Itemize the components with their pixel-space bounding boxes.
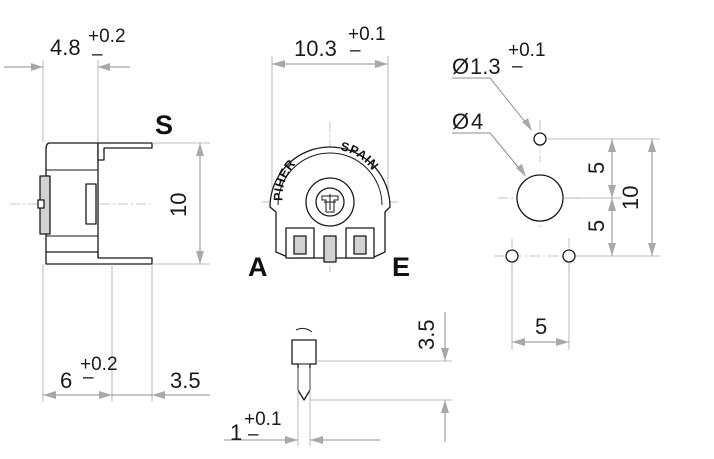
front-view-labels: 10.3 +0.1 – A E — [248, 24, 410, 282]
dim-hole-small-tol-minus: – — [512, 56, 523, 77]
dim-pad-total: 10 — [618, 186, 643, 210]
dim-hole-small-diameter-symbol: Ø — [452, 54, 469, 79]
pin-detail-labels: 3.5 1 +0.1 – — [230, 319, 439, 445]
dim-width-front: 10.3 — [294, 36, 337, 61]
dim-pitch-bottom: 6 — [60, 368, 72, 393]
dim-width-side: 4.8 — [50, 35, 81, 60]
side-slot — [85, 183, 97, 225]
side-view-labels: 4.8 +0.2 – S 10 6 +0.2 – 3.5 — [50, 26, 201, 393]
dim-pitch-bottom-tol-minus: – — [83, 367, 94, 388]
dim-pad-lower: 5 — [584, 220, 609, 232]
front-pad-e-slot — [353, 235, 367, 255]
pcb-layout-labels: Ø 1.3 +0.1 – Ø 4 5 5 10 5 — [452, 40, 643, 339]
front-pad-a-slot — [293, 235, 307, 255]
front-rotor-cross — [321, 195, 339, 213]
dim-pin-length: 3.5 — [414, 319, 439, 350]
dim-pitch-bottom-tol: +0.2 — [80, 354, 118, 375]
dim-width-side-tol: +0.2 — [88, 26, 126, 47]
dim-width-front-tol-minus: – — [350, 40, 361, 61]
pcb-hole-left — [505, 249, 519, 263]
dim-hole-small: 1.3 — [470, 54, 501, 79]
terminal-e-label: E — [392, 252, 410, 282]
terminal-s-lead — [97, 142, 153, 161]
pcb-hole-right — [562, 249, 576, 263]
dim-width-front-tol: +0.1 — [348, 24, 386, 45]
pcb-hole-large — [516, 174, 564, 222]
pcb-layout — [452, 77, 660, 350]
pin-detail — [224, 312, 452, 446]
side-view — [4, 60, 210, 402]
terminal-s-label: S — [155, 110, 173, 140]
dim-hole-large-diameter-symbol: Ø — [452, 109, 469, 134]
dim-pin-width: 1 — [230, 420, 242, 445]
dim-hole-small-tol: +0.1 — [508, 40, 546, 61]
front-view: PIHER SPAIN — [262, 56, 400, 272]
pin-shape — [291, 339, 317, 401]
front-wiper-lead — [323, 235, 337, 263]
dim-hole-large: 4 — [471, 109, 483, 134]
pcb-hole-small — [533, 132, 547, 146]
terminal-a-label: A — [248, 252, 268, 282]
dim-pin-offset: 3.5 — [170, 368, 201, 393]
dim-pad-upper: 5 — [584, 162, 609, 174]
side-shaft-tip — [37, 199, 45, 209]
dim-pin-width-tol: +0.1 — [244, 409, 282, 430]
dim-pad-spacing: 5 — [535, 314, 547, 339]
dim-side-height: 10 — [166, 193, 191, 217]
dim-pin-width-tol-minus: – — [248, 424, 259, 445]
dim-width-side-tol-minus: – — [92, 44, 103, 65]
terminal-bottom-lead — [45, 251, 153, 265]
